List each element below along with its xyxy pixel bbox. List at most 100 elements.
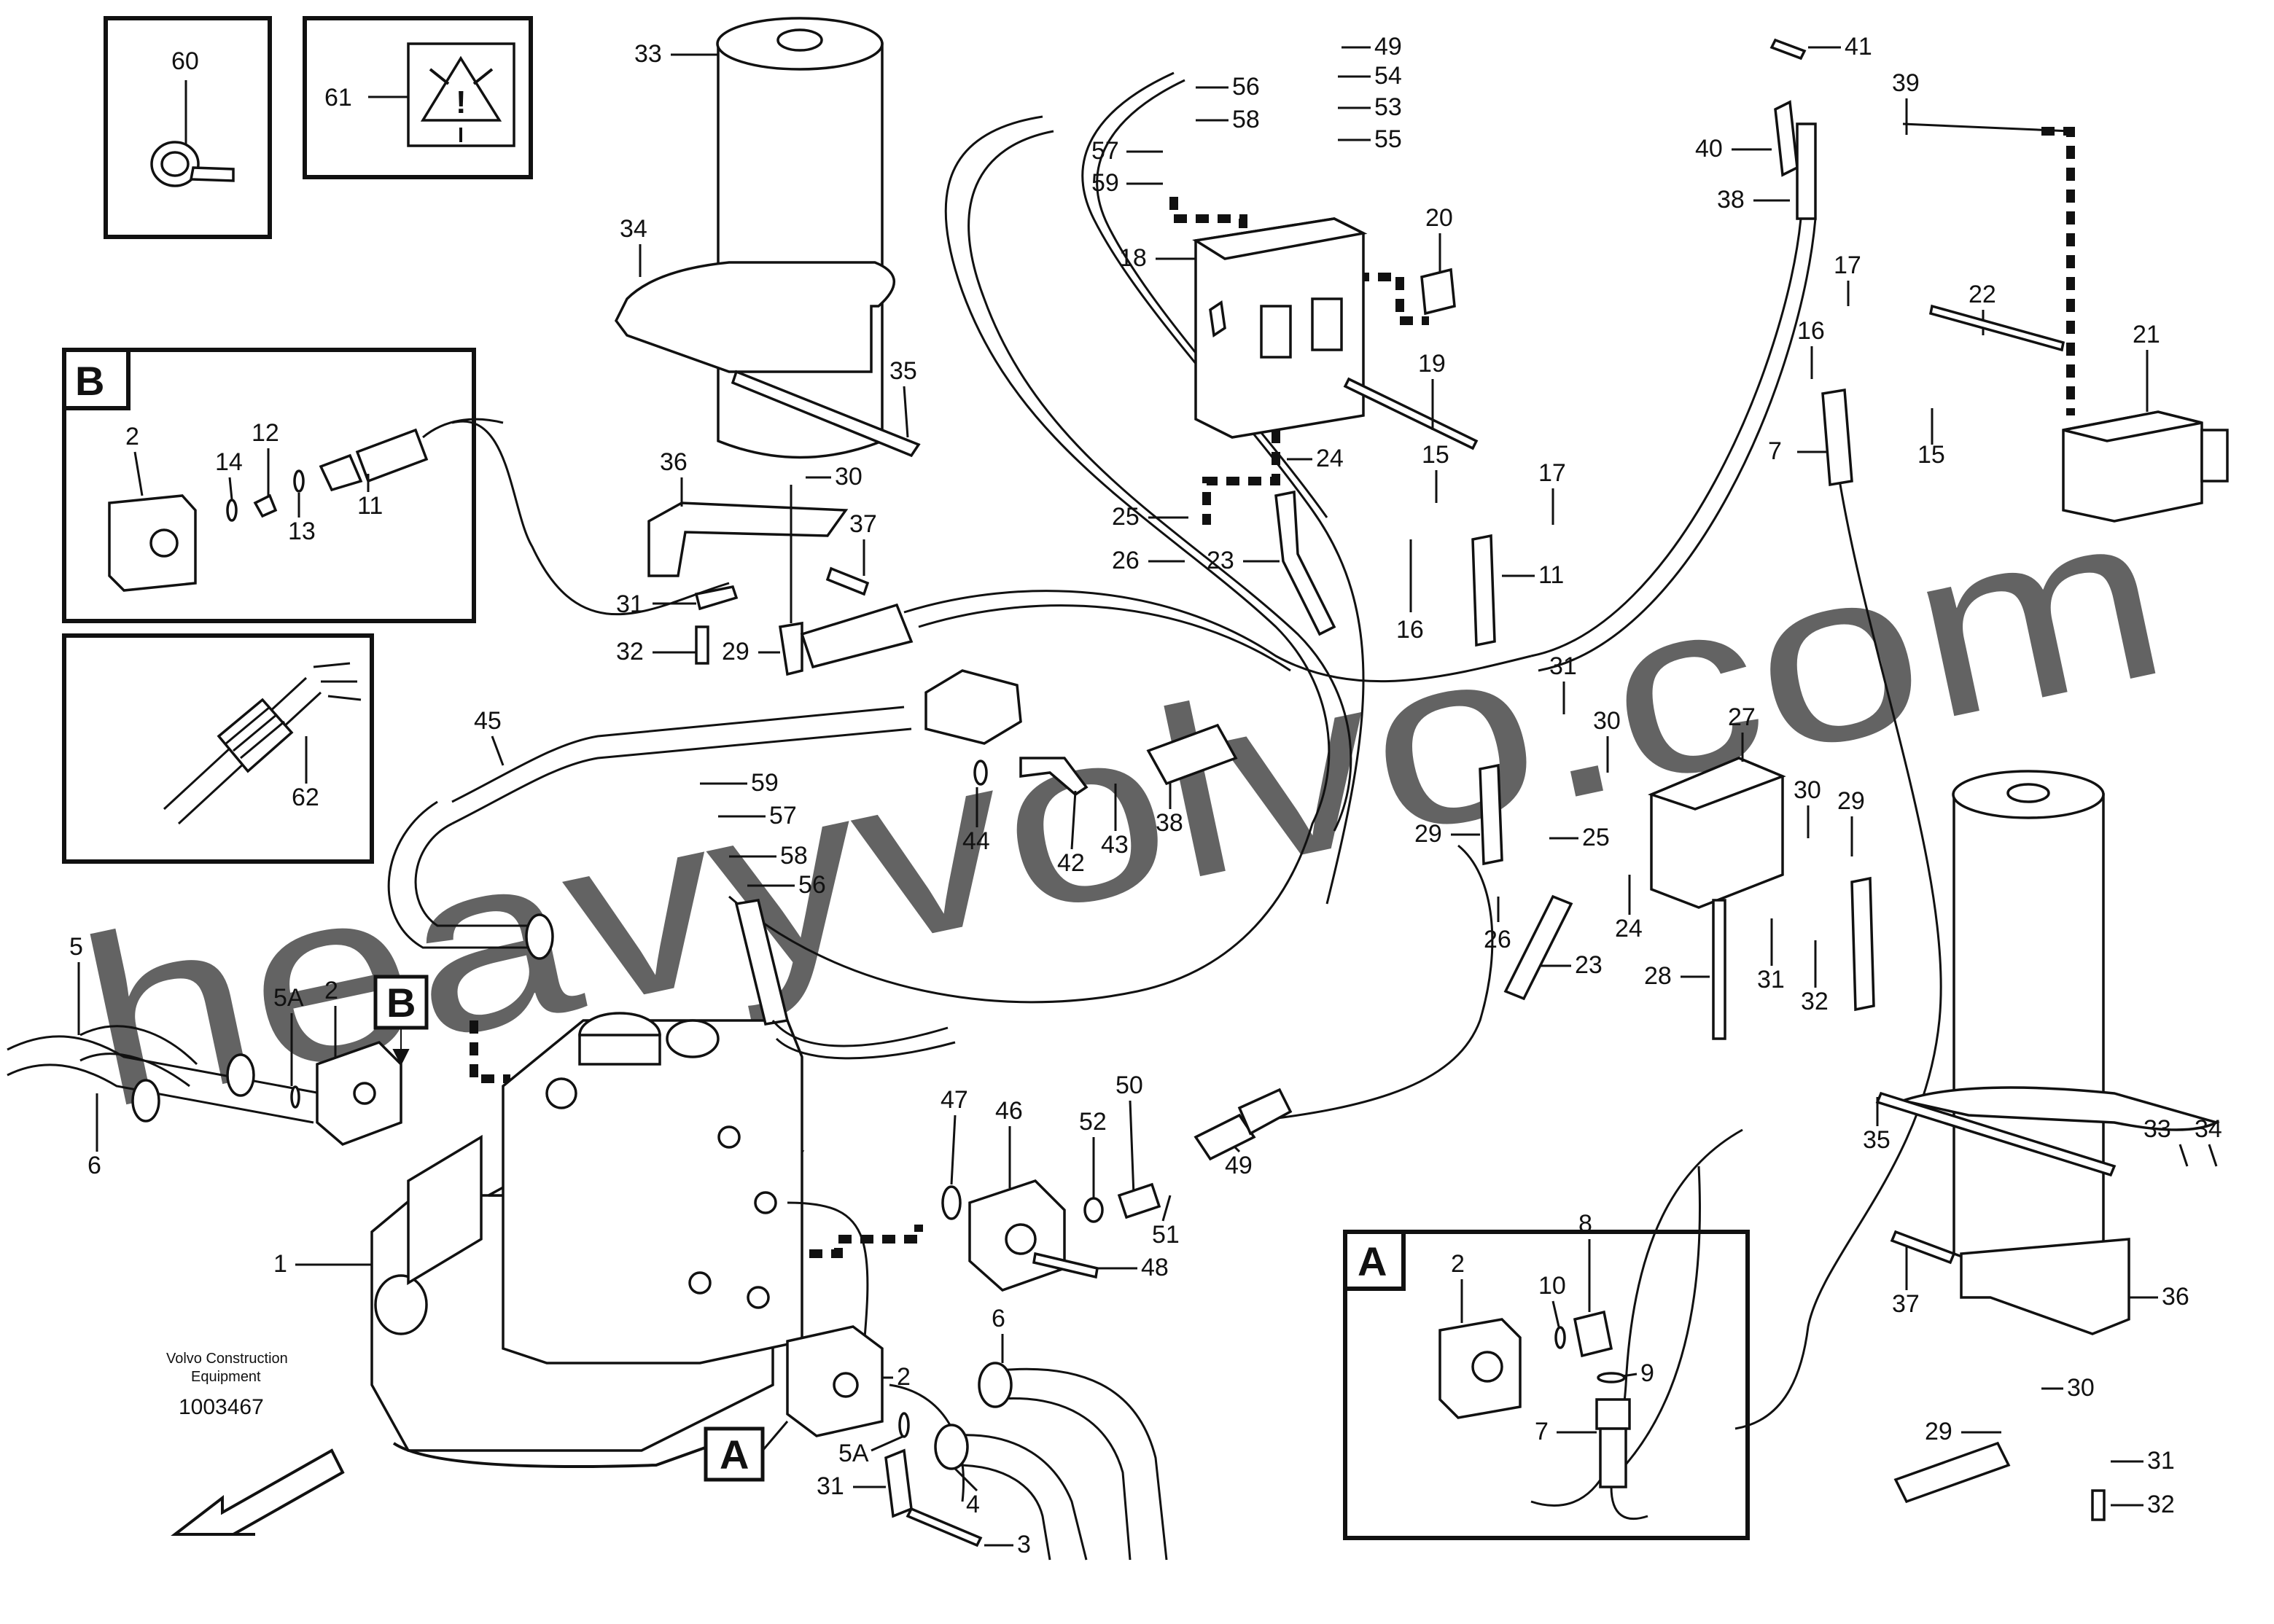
- flange-46-group: 47 46 52 50 51 49 48: [941, 1071, 1293, 1292]
- callout-57-mid: 57: [769, 802, 797, 829]
- callout-6-left: 6: [87, 1152, 101, 1179]
- inset-b-letter: B: [75, 358, 104, 404]
- callout-25-mid: 25: [1582, 824, 1610, 851]
- callout-2-bottom: 2: [897, 1363, 911, 1391]
- callout-35-top: 35: [889, 357, 917, 385]
- callout-14: 14: [215, 448, 243, 476]
- bracket-36-right: [1960, 1238, 2130, 1335]
- callout-53: 53: [1374, 93, 1402, 121]
- callout-36-top: 36: [660, 448, 688, 476]
- callout-24-top: 24: [1316, 445, 1344, 472]
- callout-15-top: 15: [1422, 441, 1449, 469]
- callout-60: 60: [171, 47, 199, 75]
- callout-54: 54: [1374, 62, 1402, 90]
- callout-23-top: 23: [1207, 547, 1234, 574]
- callout-28: 28: [1644, 962, 1672, 990]
- inset-62: 62: [62, 633, 374, 864]
- callout-4: 4: [966, 1491, 980, 1518]
- callout-34-top: 34: [620, 215, 647, 243]
- callout-a-marker: A: [704, 1421, 789, 1482]
- bracket-36: [647, 501, 849, 577]
- main-control-valve: 1: [273, 1012, 869, 1468]
- callout-8: 8: [1578, 1210, 1592, 1238]
- callout-31-mid: 31: [1549, 652, 1577, 680]
- title-block: Volvo Construction Equipment 1003467: [166, 1351, 345, 1536]
- callout-15-right: 15: [1917, 441, 1945, 469]
- callout-29-right: 29: [1925, 1418, 1952, 1445]
- callout-9: 9: [1640, 1359, 1654, 1387]
- callout-30-top: 30: [835, 463, 863, 491]
- callout-47: 47: [941, 1086, 968, 1114]
- bottom-pipes: 6 2 5A 4 31 3: [786, 1305, 1168, 1561]
- callout-31-right: 31: [2147, 1447, 2175, 1475]
- callout-33-right: 33: [2143, 1115, 2171, 1143]
- brand-line-1: Volvo Construction: [166, 1351, 288, 1367]
- callout-22: 22: [1969, 281, 1996, 308]
- callout-7-right: 7: [1768, 437, 1782, 465]
- callout-13: 13: [288, 518, 316, 545]
- callout-2: 2: [324, 977, 338, 1004]
- valve-21: 41 39 40 38 17 22 21 16 15 7: [1695, 33, 2229, 523]
- callout-30-mid-right: 30: [1794, 776, 1821, 804]
- callout-35-right: 35: [1863, 1126, 1891, 1154]
- callout-a-2: 2: [1451, 1250, 1465, 1278]
- callout-58-top: 58: [1232, 106, 1260, 133]
- callout-38-top: 38: [1717, 186, 1745, 214]
- callout-a-letter: A: [720, 1432, 749, 1477]
- item-60-box: 60: [104, 16, 272, 239]
- callout-5: 5: [69, 933, 83, 961]
- callout-29-mid: 29: [1414, 820, 1442, 848]
- brand-line-2: Equipment: [191, 1369, 261, 1385]
- callout-44: 44: [962, 827, 990, 855]
- callout-40: 40: [1695, 135, 1723, 163]
- callout-58-mid: 58: [780, 842, 808, 870]
- block-27: 31 30 27 29 25 26 24 23 28 30 29 31 32: [1414, 652, 1875, 1040]
- svg-text:!: !: [456, 85, 467, 120]
- callout-25-top: 25: [1112, 503, 1140, 531]
- callout-36-right: 36: [2162, 1283, 2189, 1311]
- callout-57-top: 57: [1091, 137, 1119, 165]
- callout-3: 3: [1017, 1531, 1031, 1558]
- callout-a-7: 7: [1535, 1418, 1549, 1445]
- callout-31-bottom: 31: [817, 1472, 844, 1500]
- callout-39: 39: [1892, 69, 1920, 97]
- callout-56-mid: 56: [798, 871, 826, 899]
- callout-45: 45: [474, 707, 502, 735]
- callout-49-mid: 49: [1225, 1152, 1253, 1179]
- callout-29-top: 29: [722, 638, 749, 665]
- callout-33-top: 33: [634, 40, 662, 68]
- callout-38-mid: 38: [1156, 809, 1183, 837]
- callout-43: 43: [1101, 831, 1129, 859]
- callout-59-mid: 59: [751, 769, 779, 797]
- callout-20: 20: [1425, 204, 1453, 232]
- callout-b-marker: B: [373, 975, 429, 1066]
- callout-41: 41: [1845, 33, 1872, 60]
- item-61-box: 61 !: [303, 16, 533, 179]
- callout-10: 10: [1538, 1272, 1566, 1300]
- callout-26-mid: 26: [1484, 926, 1511, 953]
- callout-11-top: 11: [1538, 561, 1564, 589]
- callout-29-mid-right: 29: [1837, 787, 1865, 815]
- middle-fittings: 45 59 57 58 56 44 42 43 38: [387, 669, 1238, 1060]
- callout-32-mid-right: 32: [1801, 988, 1829, 1015]
- callout-49-top: 49: [1374, 33, 1402, 60]
- callout-6-bottom: 6: [992, 1305, 1005, 1332]
- callout-61: 61: [324, 84, 352, 112]
- callout-30-mid: 30: [1593, 707, 1621, 735]
- direction-arrow-icon: [171, 1448, 345, 1536]
- left-pipes: 5 5A 2 6: [7, 933, 402, 1179]
- callout-b-11: 11: [357, 492, 383, 520]
- callout-12: 12: [252, 419, 279, 447]
- inset-b: B 2 12 14 13 11: [62, 348, 504, 623]
- callout-16-top: 16: [1396, 616, 1424, 644]
- callout-23-mid: 23: [1575, 951, 1603, 979]
- callout-37-right: 37: [1892, 1290, 1920, 1318]
- warning-sign-icon: !: [407, 42, 515, 147]
- inset-a: A 2 8 10 9 7: [1343, 1210, 1750, 1540]
- callout-b-2: 2: [125, 423, 139, 450]
- callout-27: 27: [1728, 703, 1756, 731]
- callout-46: 46: [995, 1097, 1023, 1125]
- valve-block-18: 49 54 53 55 56 58 57 59 18 20 19 24 15 1…: [1091, 33, 1566, 647]
- callout-37-top: 37: [849, 510, 877, 538]
- callout-48: 48: [1141, 1254, 1169, 1281]
